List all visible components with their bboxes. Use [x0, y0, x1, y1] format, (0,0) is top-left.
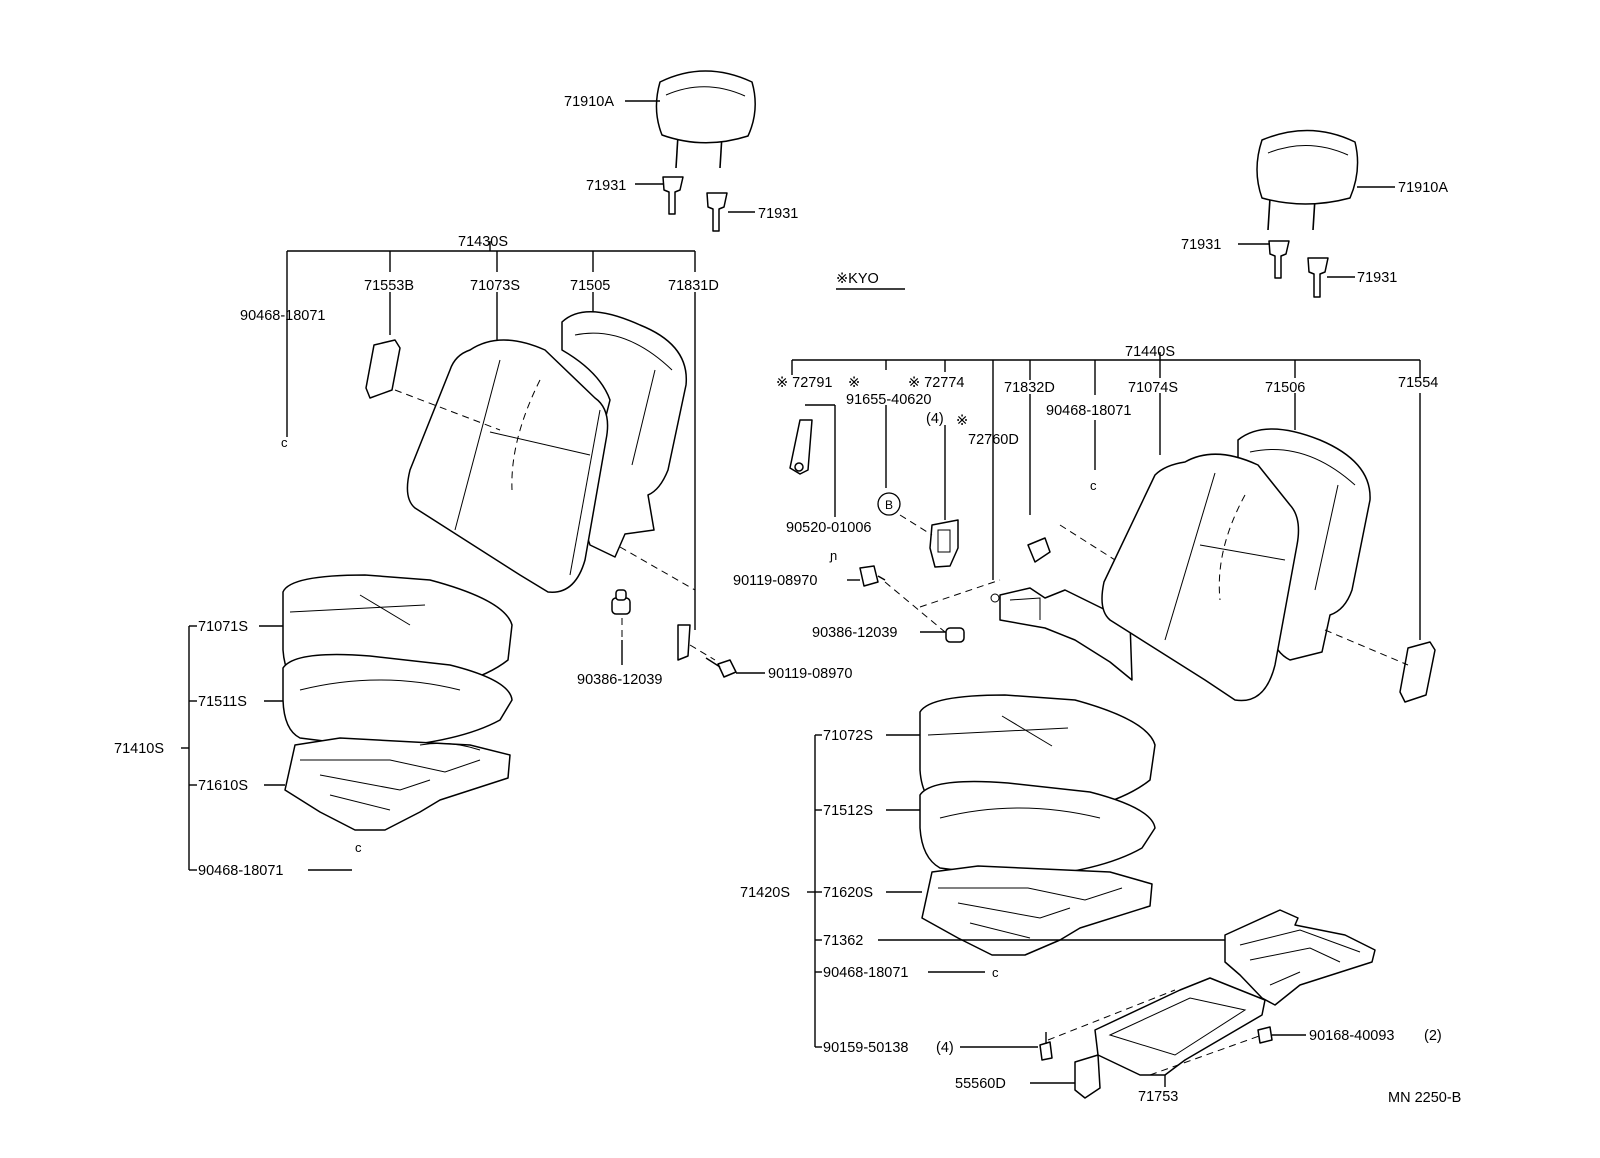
label-left-headrest: 71910A — [564, 94, 614, 110]
label-right-bolt-collar: 90386-12039 — [812, 625, 897, 641]
left-bolt — [705, 657, 737, 678]
left-headrest-supports — [662, 176, 728, 232]
left-labels: 71910A 71931 71931 71430S 90468-18071 71… — [114, 94, 852, 879]
right-back-cover — [1101, 453, 1300, 702]
right-bolt — [859, 565, 886, 587]
label-right-cushion-assy: 71420S — [740, 885, 790, 901]
label-left-bolt-collar: 90386-12039 — [577, 672, 662, 688]
label-left-back-bracket: 71831D — [668, 278, 719, 294]
left-back-cap — [365, 339, 401, 399]
label-right-lever-cover: ※ 72774 — [908, 375, 965, 391]
label-left-back-cover: 71073S — [470, 278, 520, 294]
label-right-under-tray-frame: 71362 — [823, 933, 863, 949]
label-right-screw-qty-4: (4) — [936, 1040, 954, 1056]
label-left-back-cover-cap: 71553B — [364, 278, 414, 294]
right-b-marker: B — [877, 492, 901, 516]
right-tray-screw — [1257, 1026, 1273, 1044]
label-right-screw-note: ※91655-40620 — [846, 392, 931, 408]
right-lever-cover — [929, 519, 959, 568]
right-headrest — [1256, 129, 1359, 231]
right-clip-back-glyph: c — [1090, 478, 1097, 493]
label-right-clip-cushion: 90468-18071 — [823, 965, 908, 981]
left-bolt-collar — [611, 589, 631, 615]
label-right-tray-screw-qty: (2) — [1424, 1028, 1442, 1044]
right-labels: ※KYO 71910A 71931 71931 71440S ※ 72791 ※… — [733, 180, 1448, 1105]
right-back-cap — [1399, 641, 1436, 703]
label-kyo-note: ※KYO — [836, 271, 879, 287]
label-right-hinge: 72760D — [968, 432, 1019, 448]
left-back-tree — [286, 241, 696, 630]
label-left-cushion-cover: 71071S — [198, 619, 248, 635]
label-left-bolt: 90119-08970 — [768, 666, 852, 682]
label-right-back-cover: 71074S — [1128, 380, 1178, 396]
label-left-cushion-frame: 71610S — [198, 778, 248, 794]
right-screw — [1039, 1032, 1053, 1061]
label-right-tray-screw: 90168-40093 — [1309, 1028, 1394, 1044]
label-right-headrest: 71910A — [1398, 180, 1448, 196]
right-cushion-pad — [919, 780, 1156, 879]
label-right-back-bracket: 71832D — [1004, 380, 1055, 396]
label-left-clip-back: 90468-18071 — [240, 308, 325, 324]
diagram-code: MN 2250-B — [1388, 1090, 1461, 1106]
right-back-tree — [791, 352, 1421, 640]
label-right-tray: 71753 — [1138, 1089, 1178, 1105]
left-clip-cushion-glyph: c — [355, 840, 362, 855]
right-headrest-supports — [1268, 240, 1329, 298]
label-left-support-left: 71931 — [586, 178, 626, 194]
label-left-cushion-assy: 71410S — [114, 741, 164, 757]
label-right-ring: 90520-01006 — [786, 520, 871, 536]
label-right-support-left: 71931 — [1181, 237, 1221, 253]
label-right-cushion-frame: 71620S — [823, 885, 873, 901]
label-right-bracket: 55560D — [955, 1076, 1006, 1092]
right-bracket — [1074, 1054, 1101, 1099]
right-clip-cushion-glyph: c — [992, 965, 999, 980]
label-right-back-cap: 71554 — [1398, 375, 1438, 391]
right-under-tray-frame — [1224, 909, 1376, 1006]
b-marker-label: B — [885, 498, 893, 512]
label-right-cushion-cover: 71072S — [823, 728, 873, 744]
left-cushion-frame — [284, 737, 511, 831]
left-back-cover — [406, 339, 609, 593]
label-right-screw-mark: ※ — [848, 375, 860, 391]
label-left-cushion-pad: 71511S — [198, 694, 247, 710]
left-clip-back-glyph: c — [281, 435, 288, 450]
label-left-support-right: 71931 — [758, 206, 798, 222]
label-right-screw: 90159-50138 — [823, 1040, 908, 1056]
label-right-back-pad: 71506 — [1265, 380, 1305, 396]
right-cushion-frame — [921, 865, 1153, 956]
right-armrest-bracket — [789, 419, 813, 475]
label-right-hinge-mark: ※ — [956, 413, 968, 429]
label-left-clip-cushion: 90468-18071 — [198, 863, 283, 879]
left-cushion-pad — [282, 653, 513, 749]
label-right-clip-back: 90468-18071 — [1046, 403, 1131, 419]
left-cushion-tree — [181, 625, 352, 871]
label-right-armrest-bracket: ※ 72791 — [776, 375, 833, 391]
left-headrest — [655, 70, 756, 169]
label-right-bolt: 90119-08970 — [733, 573, 817, 589]
label-right-screw-qty: (4) — [926, 411, 944, 427]
label-right-cushion-pad: 71512S — [823, 803, 873, 819]
right-bolt-collar — [945, 627, 965, 643]
label-right-back-assy: 71440S — [1125, 344, 1175, 360]
right-cushion-tree — [807, 734, 1225, 1048]
right-ring-glyph: ɲ — [829, 548, 837, 563]
label-left-back-pad: 71505 — [570, 278, 610, 294]
right-tray — [1094, 977, 1266, 1076]
right-back-bracket-part — [1027, 537, 1051, 563]
right-hinge — [990, 587, 1133, 681]
left-back-bracket-part — [677, 624, 691, 661]
label-right-support-right: 71931 — [1357, 270, 1397, 286]
label-left-back-assy: 71430S — [458, 234, 508, 250]
